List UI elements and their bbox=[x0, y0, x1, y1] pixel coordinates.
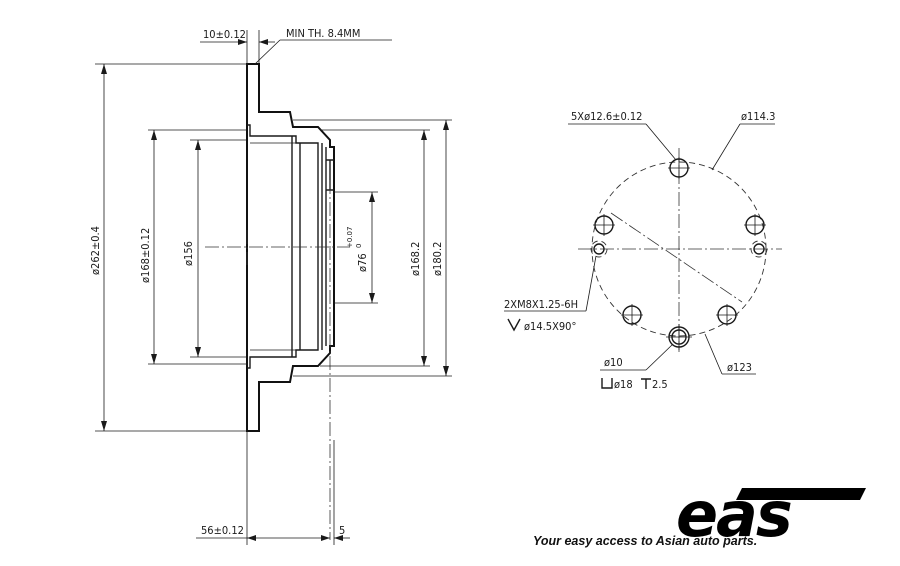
brand-tagline: Your easy access to Asian auto parts. bbox=[533, 534, 757, 548]
bolt-hole bbox=[668, 157, 690, 179]
outer-diameter-label: ø262±0.4 bbox=[89, 226, 102, 275]
countersink-label: ø14.5X90° bbox=[524, 320, 576, 333]
counterbore-icon bbox=[601, 378, 613, 389]
front-view bbox=[504, 123, 782, 375]
counterbore-depth-label: 2.5 bbox=[652, 378, 668, 391]
depth-icon bbox=[641, 378, 651, 389]
center-bore-tol-lower: 0 bbox=[355, 244, 363, 248]
threaded-hole bbox=[590, 240, 608, 258]
min-thickness-label: MIN TH. 8.4MM bbox=[286, 27, 360, 40]
hat-outer-diameter-label: ø168±0.12 bbox=[139, 228, 152, 283]
hat-diameter-label: ø168.2 bbox=[409, 242, 422, 276]
hat-step-diameter-label: ø180.2 bbox=[431, 242, 444, 276]
pin-hole-label: ø10 bbox=[604, 356, 623, 369]
pcd-label: ø114.3 bbox=[741, 110, 775, 123]
threaded-hole bbox=[750, 240, 768, 258]
pin-hole bbox=[666, 324, 692, 350]
bolt-hole bbox=[593, 214, 615, 236]
center-bore-tol-upper: +0.07 bbox=[346, 227, 354, 248]
rotor-profile bbox=[246, 63, 335, 432]
brand-logo: eas bbox=[676, 478, 866, 551]
thread-label: 2XM8X1.25-6H bbox=[504, 298, 578, 311]
bolt-hole bbox=[716, 304, 738, 326]
bolt-hole bbox=[621, 304, 643, 326]
counterbore-label: ø18 bbox=[614, 378, 633, 391]
hat-inner-wall bbox=[247, 124, 319, 369]
circle-123-label: ø123 bbox=[727, 361, 752, 374]
countersink-icon bbox=[507, 318, 521, 332]
bolt-holes-label: 5Xø12.6±0.12 bbox=[571, 110, 642, 123]
top-thickness-label: 10±0.12 bbox=[203, 28, 246, 41]
side-view bbox=[95, 30, 452, 545]
flange-thickness-label: 5 bbox=[339, 524, 345, 537]
logo-text: eas bbox=[676, 478, 791, 551]
center-bore-label: ø76 bbox=[356, 253, 369, 272]
height-label: 56±0.12 bbox=[201, 524, 244, 537]
bolt-hole bbox=[744, 214, 766, 236]
hat-inner-diameter-label: ø156 bbox=[182, 241, 195, 266]
